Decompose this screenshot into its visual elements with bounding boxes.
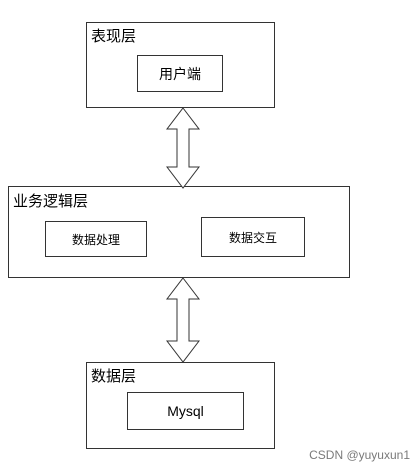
data-layer-title: 数据层 xyxy=(91,367,137,385)
data-interaction-label: 数据交互 xyxy=(228,230,277,245)
arrow-presentation-business xyxy=(165,107,201,189)
presentation-layer: 表现层 用户端 xyxy=(86,22,275,108)
user-client-box: 用户端 xyxy=(137,55,223,92)
data-layer: 数据层 Mysql xyxy=(86,362,275,449)
arrow-business-data xyxy=(165,277,201,363)
data-processing-label: 数据处理 xyxy=(71,232,120,247)
presentation-layer-title: 表现层 xyxy=(91,27,137,45)
mysql-label: Mysql xyxy=(167,403,204,419)
business-logic-layer: 业务逻辑层 数据处理 数据交互 xyxy=(8,186,350,278)
data-interaction-box: 数据交互 xyxy=(201,217,305,257)
csdn-watermark: CSDN @yuyuxun1 xyxy=(309,448,410,462)
user-client-label: 用户端 xyxy=(159,66,201,83)
mysql-box: Mysql xyxy=(127,392,244,430)
data-processing-box: 数据处理 xyxy=(45,221,147,257)
business-logic-layer-title: 业务逻辑层 xyxy=(13,192,89,210)
